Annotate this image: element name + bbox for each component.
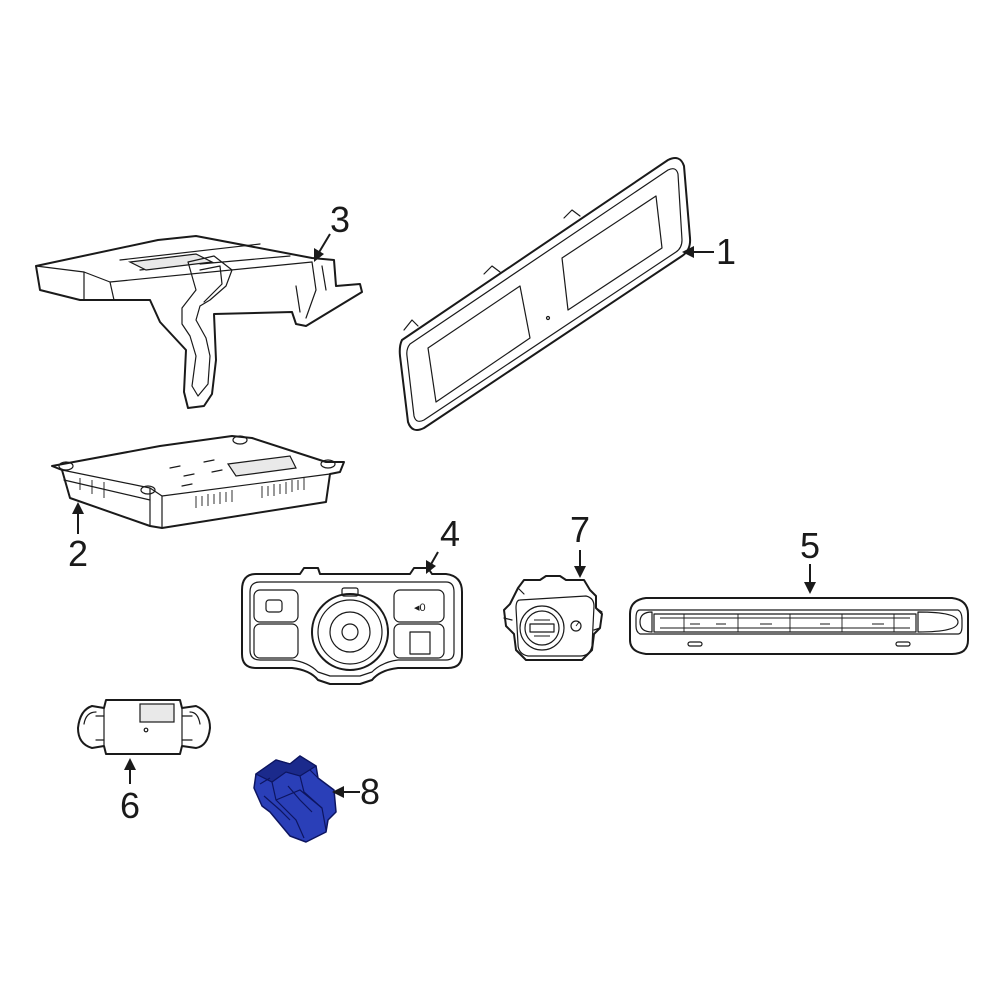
callout-2: 2	[68, 533, 88, 574]
part-7-rotary-switch[interactable]	[503, 575, 603, 661]
callout-8: 8	[360, 771, 380, 812]
leader-1	[682, 246, 714, 258]
part-5-vent-strip[interactable]	[629, 597, 969, 655]
part-1-display-panel[interactable]	[398, 157, 692, 431]
leader-8	[332, 786, 360, 798]
part-8-connector-highlighted[interactable]	[253, 755, 337, 843]
leader-3	[314, 233, 331, 262]
part-2-control-module[interactable]	[51, 435, 345, 529]
leader-7	[574, 550, 586, 578]
leader-6	[124, 758, 136, 784]
callout-7: 7	[570, 509, 590, 550]
part-6-small-module[interactable]	[77, 699, 211, 755]
leader-5	[804, 564, 816, 594]
svg-text:◂0: ◂0	[414, 602, 426, 614]
part-3-bracket[interactable]	[35, 235, 363, 409]
leader-4	[426, 551, 439, 574]
callout-1: 1	[716, 231, 736, 272]
part-4-switch-panel[interactable]: ◂0	[241, 567, 463, 685]
callout-4: 4	[440, 513, 460, 554]
callout-6: 6	[120, 785, 140, 826]
leader-2	[72, 502, 84, 534]
callout-3: 3	[330, 199, 350, 240]
callout-5: 5	[800, 525, 820, 566]
